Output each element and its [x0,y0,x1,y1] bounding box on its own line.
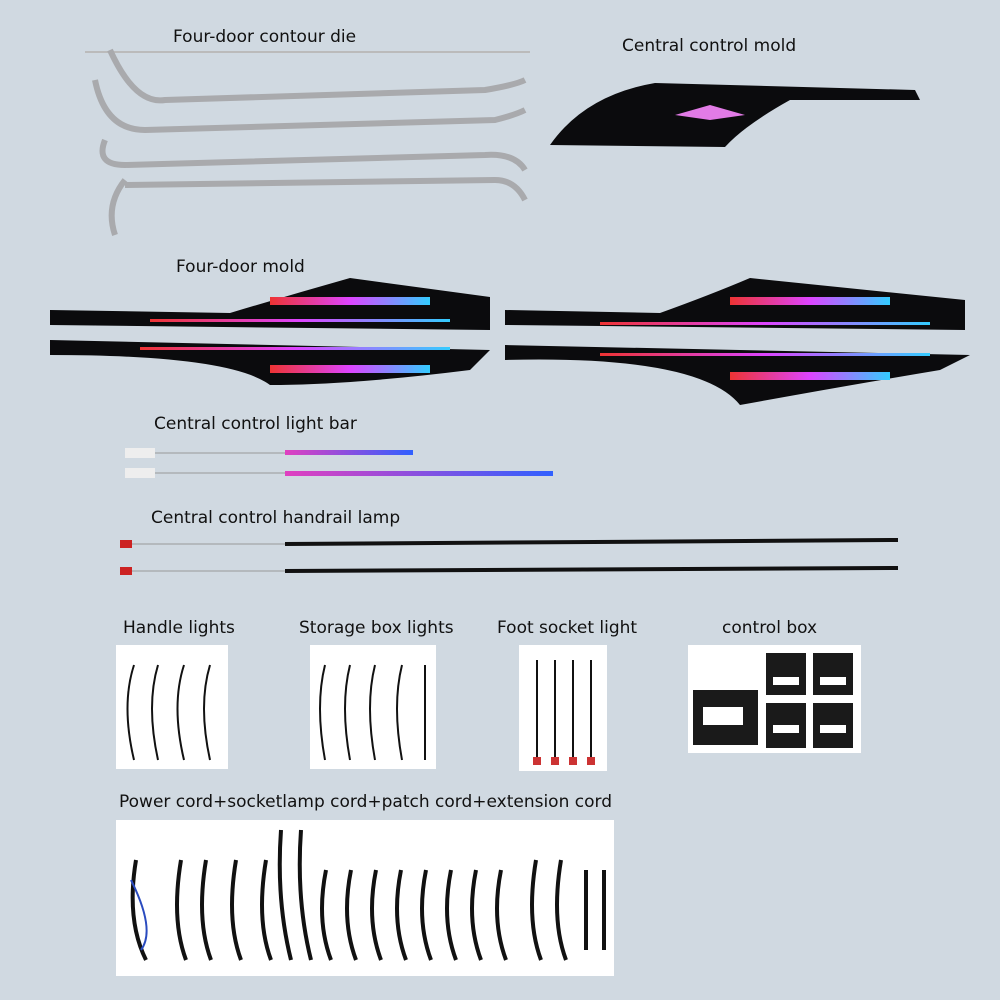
label-four-door-mold: Four-door mold [176,257,305,277]
central-mold-image [550,83,920,147]
label-central-mold: Central control mold [622,36,797,56]
cords-image [116,820,614,976]
control-box-image [688,645,861,753]
label-light-bar: Central control light bar [154,414,357,434]
label-cords: Power cord+socketlamp cord+patch cord+ex… [119,792,612,812]
label-handle-lights: Handle lights [123,618,235,638]
label-control-box: control box [722,618,818,638]
four-door-mold-image [50,278,970,405]
foot-socket-light-image [519,645,607,771]
contour-die-image [85,48,530,236]
label-contour-die: Four-door contour die [173,27,357,47]
label-handrail-lamp: Central control handrail lamp [151,508,401,528]
label-storage-box-lights: Storage box lights [299,618,454,638]
storage-box-lights-image [310,645,436,769]
handrail-lamp-image [120,538,899,575]
light-bar-image [125,448,553,478]
handle-lights-image [116,645,228,769]
label-foot-socket-light: Foot socket light [497,618,638,638]
